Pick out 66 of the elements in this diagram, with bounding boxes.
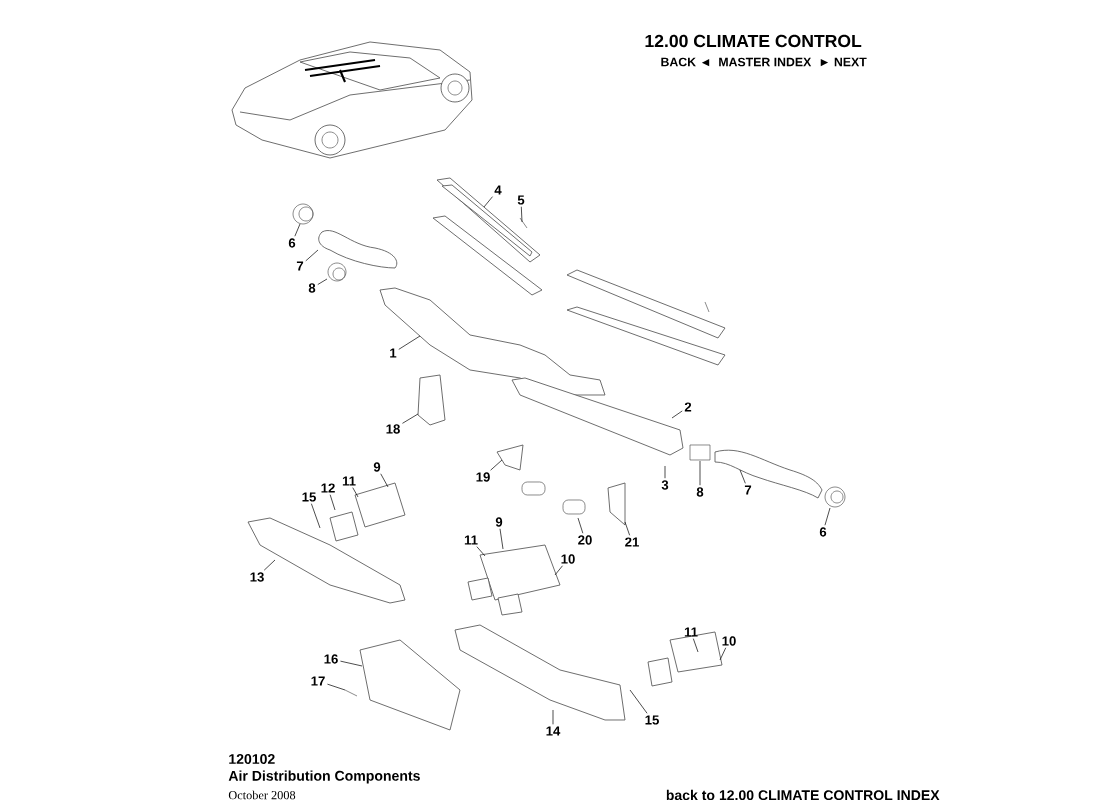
leader-line [352, 487, 359, 498]
callout-number: 10 [722, 636, 736, 646]
page-title: Air Distribution Components [228, 770, 420, 784]
callout-number: 6 [288, 238, 296, 248]
callout-number: 18 [386, 424, 400, 434]
back-link: BACK ◄ [661, 57, 710, 67]
callout-number: 11 [464, 535, 478, 545]
leader-line [305, 249, 319, 262]
leader-line [554, 565, 563, 576]
next-link: ► NEXT [820, 57, 867, 67]
leader-line [329, 494, 336, 511]
index-link: back to 12.00 CLIMATE CONTROL INDEX [666, 789, 940, 800]
leader-line [317, 278, 328, 285]
callout-number: 8 [696, 487, 704, 497]
callout-number: 3 [661, 480, 669, 490]
leader-line [294, 223, 301, 237]
leader-line [327, 683, 346, 691]
leader-line [483, 196, 493, 208]
callout-number: 7 [744, 485, 752, 495]
callout-number: 4 [494, 185, 502, 195]
leader-line [577, 517, 584, 534]
date-text: October 2008 [228, 790, 296, 800]
leader-line [624, 521, 630, 536]
leader-line [629, 689, 648, 714]
callout-number: 13 [250, 572, 264, 582]
page-number: 120102 [229, 754, 275, 764]
leader-line [693, 638, 699, 653]
leader-line [499, 528, 504, 550]
callout-number: 17 [311, 676, 325, 686]
callout-number: 19 [476, 472, 490, 482]
leader-line [699, 460, 701, 486]
callout-number: 9 [495, 517, 503, 527]
leader-line [824, 507, 831, 526]
leader-line [398, 335, 421, 350]
callout-number: 15 [645, 715, 659, 725]
callout-number: 8 [308, 283, 316, 293]
callout-number: 14 [546, 726, 561, 736]
callout-number: 6 [819, 527, 827, 537]
index-link: MASTER INDEX [719, 57, 812, 67]
leader-line [719, 647, 727, 661]
callout-number: 16 [324, 654, 338, 664]
leader-line [739, 469, 746, 484]
callout-number: 7 [296, 261, 304, 271]
callout-number: 2 [684, 402, 692, 412]
leader-line [671, 410, 683, 419]
leader-line [311, 503, 321, 529]
leader-line [552, 709, 554, 725]
section-title: 12.00 CLIMATE CONTROL [645, 34, 862, 48]
leader-line [402, 413, 419, 424]
callout-number: 10 [561, 554, 575, 564]
leader-line [263, 559, 276, 571]
leader-line [490, 459, 503, 471]
callout-number: 5 [517, 195, 525, 205]
leader-line [340, 660, 363, 667]
callout-number: 20 [578, 535, 592, 545]
callout-number: 12 [321, 483, 335, 493]
callout-number: 1 [390, 348, 397, 358]
callout-number: 11 [342, 476, 356, 486]
callout-number: 21 [625, 537, 639, 547]
callout-number: 15 [302, 492, 316, 502]
callout-number: 11 [684, 627, 698, 637]
callout-number: 9 [373, 462, 381, 472]
leader-line [380, 473, 389, 488]
leader-line [664, 465, 666, 479]
leader-line [476, 546, 486, 557]
leader-line [520, 206, 523, 223]
